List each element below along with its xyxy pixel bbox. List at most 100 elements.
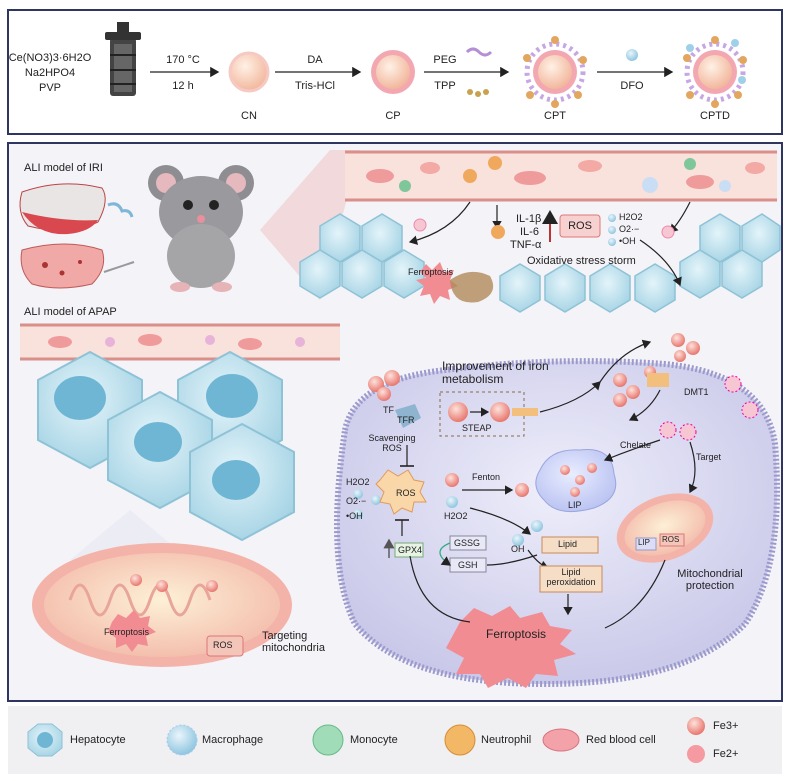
gpx4-box — [394, 542, 424, 558]
cptd-particle-right-2 — [741, 401, 759, 419]
fe2-ion-steap — [490, 402, 510, 422]
gpx4-label: GPX4 — [398, 545, 423, 555]
storm-species-1: H2O2 — [619, 212, 643, 222]
gssg-label: GSSG — [454, 538, 481, 548]
legend-fe2-icon — [687, 745, 705, 763]
cptd-particle-cell-1 — [659, 421, 677, 439]
cell-body — [334, 358, 780, 688]
autoclave-icon — [105, 22, 141, 96]
dfo-icon — [626, 49, 638, 61]
mouse-icon — [148, 150, 360, 300]
steap-box — [439, 391, 525, 437]
cpt-label: CPT — [544, 110, 566, 122]
legend-rbc-icon — [542, 728, 580, 752]
step2-top-label: DA — [307, 54, 323, 66]
macrophage-small-1 — [413, 218, 427, 232]
step3-bottom-label: TPP — [434, 80, 456, 92]
cp-label: CP — [385, 110, 401, 122]
gsh-cycle-arrow — [439, 542, 452, 566]
neutrophil-small — [491, 225, 505, 239]
dmt1-label: DMT1 — [684, 387, 709, 397]
targeting-mito-label: Targeting mitochondria — [262, 630, 325, 655]
reagent-3: PVP — [38, 82, 62, 94]
legend-hepatocyte: Hepatocyte — [70, 734, 126, 746]
liver-iri-icon — [19, 183, 106, 235]
ros-box — [559, 214, 601, 238]
mitochondrion-zoom — [32, 543, 292, 667]
legend-macrophage: Macrophage — [202, 734, 264, 746]
fe3-ion-steap — [448, 402, 468, 422]
fenton-label: Fenton — [472, 472, 501, 482]
lipid-perox-label: Lipid peroxidation — [546, 567, 596, 587]
scavenging-label: Scavenging ROS — [368, 433, 416, 453]
tfr-label: TFR — [397, 415, 415, 425]
h2o2-mid-icon — [446, 496, 458, 508]
cytokine-1: IL-1β — [516, 213, 542, 225]
dmt1-channel — [647, 373, 669, 387]
lip-pool — [535, 449, 617, 513]
hepatocyte-cluster-left — [37, 350, 295, 542]
oh-radical-icon — [512, 534, 524, 546]
macrophage-small-2 — [661, 225, 675, 239]
cptd-particle-right-1 — [724, 375, 742, 393]
clamp-icon — [107, 202, 134, 218]
cn-particle — [228, 51, 270, 93]
storm-ros-label: ROS — [568, 220, 592, 232]
ros-box-mito — [206, 635, 244, 657]
o2-label-left: O2·− — [346, 496, 367, 506]
iri-model-label: ALI model of IRI — [24, 162, 103, 174]
step3-top-label: PEG — [433, 54, 457, 66]
arrow-to-fe-cluster — [539, 381, 601, 413]
mito-lip-box — [635, 537, 657, 551]
mito-ros-label: ROS — [662, 535, 680, 544]
debris-icon — [450, 271, 494, 303]
ferroptosis-burst-cell — [446, 606, 576, 688]
legend-neutrophil: Neutrophil — [481, 734, 532, 746]
steap-channel — [512, 408, 538, 416]
reagent-1: Ce(NO3)3·6H2O — [8, 52, 92, 64]
tf-tfr-receptor — [368, 370, 421, 428]
ferroptosis-label-mito: Ferroptosis — [104, 627, 150, 637]
arrow-target — [688, 441, 698, 494]
storm-caption: Oxidative stress storm — [527, 255, 636, 267]
cptd-label: CPTD — [700, 110, 730, 122]
mito-lip-label: LIP — [638, 538, 651, 547]
peg-icon — [465, 47, 493, 57]
ferroptosis-burst-mito — [108, 610, 156, 652]
arrow-to-oh — [469, 507, 531, 535]
arrow-dmt1-in — [628, 389, 661, 422]
ros-label-mito: ROS — [213, 640, 233, 650]
oh-label-mid: OH — [511, 544, 525, 554]
ferroptosis-label-top: Ferroptosis — [408, 267, 454, 277]
cytokine-2: IL-6 — [520, 226, 539, 238]
mito-protection-label: Mitochondrial protection — [677, 568, 743, 593]
legend-fe3: Fe3+ — [713, 720, 739, 732]
ferroptosis-label-cell: Ferroptosis — [486, 627, 547, 641]
gsh-to-lipid — [486, 554, 538, 566]
tpp-icon — [467, 89, 489, 97]
tf-label: TF — [383, 405, 394, 415]
fe-after-fenton — [515, 483, 529, 497]
cpt-particle — [523, 36, 587, 108]
ros-burst-cell — [375, 469, 427, 515]
storm-species-3: •OH — [619, 236, 636, 246]
cn-label: CN — [241, 110, 257, 122]
legend-macrophage-icon — [166, 724, 198, 756]
fe-cluster-top — [613, 333, 700, 407]
apap-model-label: ALI model of APAP — [24, 306, 117, 318]
oh-mid-icon — [531, 520, 543, 532]
lipid-label: Lipid — [558, 539, 578, 549]
legend-neutrophil-icon — [444, 724, 476, 756]
target-label: Target — [696, 452, 722, 462]
inhibit-gpx4-ferroptosis — [409, 555, 471, 623]
iron-metabolism-title: Improvement of iron metabolism — [442, 359, 549, 387]
liver-apap-icon — [20, 243, 105, 289]
ros-label-cell: ROS — [396, 488, 416, 498]
ferroptosis-burst-top — [416, 262, 458, 304]
top-blood-vessel — [345, 150, 777, 202]
arrow-chelate — [603, 439, 661, 462]
cptd-particle — [683, 36, 747, 108]
oh-label-left: •OH — [346, 511, 363, 521]
h2o2-label-left: H2O2 — [346, 477, 370, 487]
